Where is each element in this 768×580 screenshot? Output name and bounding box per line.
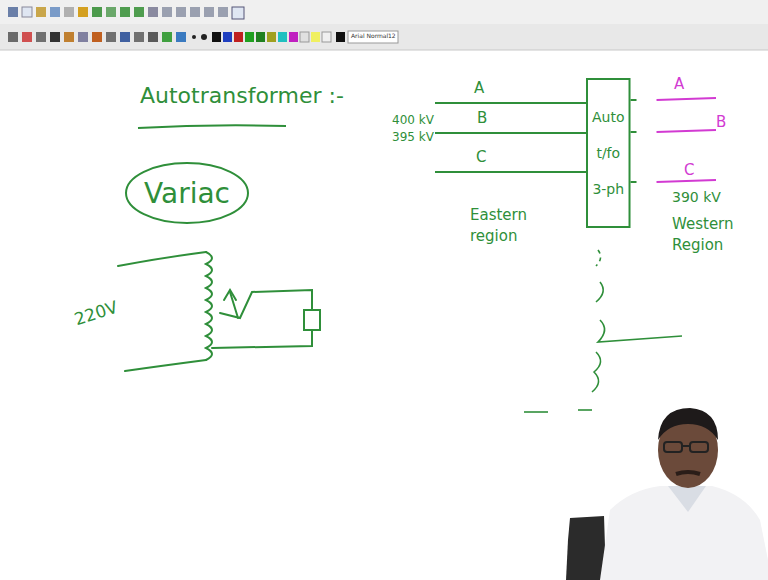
variac-circuit — [118, 252, 320, 371]
handwritten-label: B — [716, 114, 726, 131]
circled-word: Variac — [124, 161, 250, 225]
toolbar-icons — [8, 7, 398, 43]
phase-line — [657, 98, 716, 100]
phase-stub — [631, 99, 637, 101]
handwritten-label: Eastern region — [470, 205, 550, 247]
handwritten-label: B — [477, 110, 487, 127]
handwritten-label: Western Region — [672, 214, 752, 256]
presenter-photo — [566, 408, 768, 580]
heading: Autotransformer :- — [140, 84, 344, 108]
handwritten-label: 220V — [72, 298, 120, 329]
transformer-box: Auto t/fo 3-ph — [586, 78, 631, 228]
handwritten-label: C — [684, 162, 694, 179]
toolbar — [0, 0, 768, 24]
phase-line — [435, 102, 586, 104]
toolbar-text: 12 — [388, 33, 396, 40]
handwritten-label: 390 kV — [672, 190, 721, 205]
node-text: Variac — [124, 177, 250, 210]
phase-line — [435, 171, 586, 173]
handwritten-label: A — [474, 80, 484, 97]
handwritten-label: 400 kV — [392, 114, 434, 127]
toolbar — [0, 24, 768, 50]
phase-line — [435, 132, 586, 134]
toolbar-text: Arial Normal — [351, 33, 388, 40]
phase-line — [657, 130, 716, 132]
phase-stub — [631, 131, 637, 133]
winding-sketch — [524, 250, 682, 412]
handwritten-label: 395 kV — [392, 131, 434, 144]
handwritten-label: C — [476, 149, 486, 166]
handwritten-label: A — [674, 76, 684, 93]
phase-stub — [631, 181, 637, 183]
underline — [138, 125, 286, 128]
phase-line — [657, 180, 716, 182]
node-text: Auto t/fo 3-ph — [592, 99, 625, 207]
toolbar-border — [0, 50, 768, 51]
